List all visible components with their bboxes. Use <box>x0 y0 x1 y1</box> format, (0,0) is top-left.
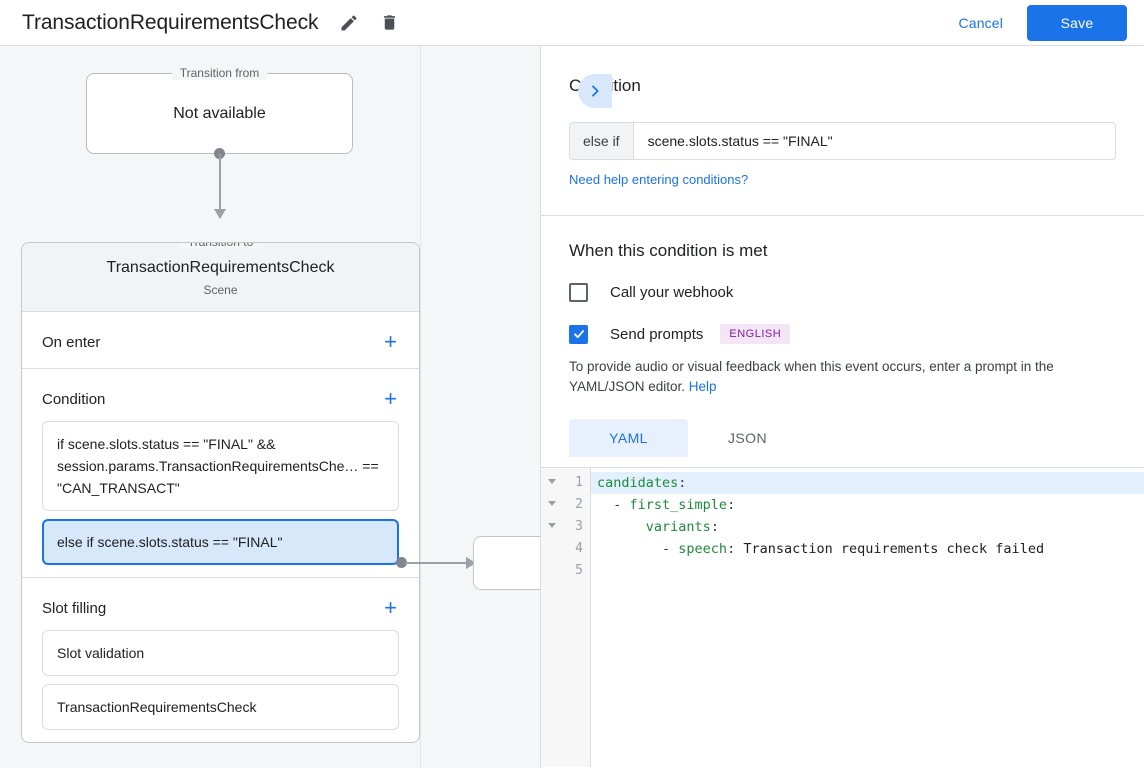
editor-line-number: 2 <box>541 494 590 516</box>
section-title-on-enter: On enter <box>42 333 101 351</box>
section-title-slot-filling: Slot filling <box>42 599 107 617</box>
section-head-on-enter: On enter + <box>22 312 419 356</box>
add-slot-filling-button[interactable]: + <box>384 595 397 620</box>
line-number-label: 5 <box>575 563 583 578</box>
section-title-condition: Condition <box>42 390 106 408</box>
line-number-label: 3 <box>575 519 583 534</box>
webhook-checkbox[interactable] <box>569 283 588 302</box>
transition-from-label: Not available <box>173 104 266 122</box>
condition-help-link[interactable]: Need help entering conditions? <box>569 172 749 187</box>
line-number-label: 4 <box>575 541 583 556</box>
tab-json[interactable]: JSON <box>688 419 807 457</box>
editor-code-line: variants: <box>645 519 719 535</box>
line-number-label: 2 <box>575 497 583 512</box>
app-header: TransactionRequirementsCheck Cancel Save <box>0 0 1144 46</box>
send-prompts-checkbox-row[interactable]: Send prompts ENGLISH <box>569 324 1116 344</box>
editor-code-line: - first_simple: <box>613 497 736 513</box>
delete-trash-icon[interactable] <box>375 9 403 37</box>
transition-to-node[interactable]: Transition to TransactionRequirementsChe… <box>21 242 420 743</box>
section-head-condition: Condition + <box>22 369 419 413</box>
editor-line-number: 1 <box>541 472 590 494</box>
condition-item-selected[interactable]: else if scene.slots.status == "FINAL" <box>42 519 399 565</box>
connector-dot-top <box>214 148 225 159</box>
add-on-enter-button[interactable]: + <box>384 329 397 354</box>
editor-code-line: - speech: Transaction requirements check… <box>662 541 1045 557</box>
webhook-label: Call your webhook <box>610 284 734 301</box>
transition-to-subtitle: Scene <box>203 283 238 297</box>
send-prompts-label: Send prompts <box>610 325 704 343</box>
section-head-slot-filling: Slot filling + <box>22 578 419 622</box>
code-editor[interactable]: 1 2 3 4 5 candidates: - first_simple: varian… <box>541 467 1144 767</box>
editor-line-number: 5 <box>541 560 590 582</box>
expand-panel-button[interactable] <box>578 74 612 108</box>
connector-dot-condition <box>396 557 407 568</box>
fold-triangle-icon[interactable] <box>548 479 556 484</box>
when-met-heading: When this condition is met <box>569 241 768 260</box>
editor-code-line <box>591 560 1144 582</box>
chevron-right-icon <box>592 85 599 97</box>
fold-triangle-icon[interactable] <box>548 501 556 506</box>
node-section-on-enter: On enter + <box>22 312 419 369</box>
connector-arrow-right-icon <box>466 557 476 569</box>
webhook-checkbox-row[interactable]: Call your webhook <box>569 283 1116 302</box>
panel-condition-section: Condition else if Need help entering con… <box>541 46 1144 216</box>
fold-triangle-icon[interactable] <box>548 523 556 528</box>
prompt-hint-body: To provide audio or visual feedback when… <box>569 359 1054 394</box>
details-panel: Condition else if Need help entering con… <box>540 46 1144 768</box>
slot-filling-item-validation[interactable]: Slot validation <box>42 630 399 676</box>
trash-icon <box>383 15 395 30</box>
condition-item[interactable]: if scene.slots.status == "FINAL" && sess… <box>42 421 399 511</box>
transition-to-legend: Transition to <box>179 243 262 249</box>
panel-when-met-section: When this condition is met Call your web… <box>541 216 1144 457</box>
condition-heading: Condition <box>569 76 1116 96</box>
editor-code-area[interactable]: candidates: - first_simple: variants: - … <box>591 468 1144 767</box>
slot-filling-item-handler[interactable]: TransactionRequirementsCheck <box>42 684 399 730</box>
editor-code-line: candidates: <box>591 472 1144 494</box>
condition-expression-input[interactable] <box>633 123 1115 159</box>
tab-yaml[interactable]: YAML <box>569 419 688 457</box>
transition-to-title: TransactionRequirementsCheck <box>106 259 335 276</box>
editor-line-number: 4 <box>541 538 590 560</box>
editor-gutter: 1 2 3 4 5 <box>541 468 591 767</box>
transition-from-node[interactable]: Transition from Not available <box>86 66 353 154</box>
condition-prefix-label: else if <box>570 123 634 159</box>
edit-pencil-icon[interactable] <box>335 9 363 37</box>
checkmark-icon <box>573 330 584 339</box>
transition-from-legend: Transition from <box>171 66 268 80</box>
transition-to-header: TransactionRequirementsCheck Scene <box>22 243 419 312</box>
add-condition-button[interactable]: + <box>384 386 397 411</box>
save-button[interactable]: Save <box>1027 4 1127 41</box>
flow-canvas[interactable]: Transition from Not available Transition… <box>0 46 540 768</box>
page-title: TransactionRequirementsCheck <box>22 10 319 34</box>
connector-line-horizontal <box>405 562 469 564</box>
send-prompts-checkbox[interactable] <box>569 324 588 344</box>
canvas-guide-line <box>420 46 421 768</box>
prompt-hint-help-link[interactable]: Help <box>688 379 717 394</box>
target-node-partial[interactable] <box>473 536 540 590</box>
language-badge: ENGLISH <box>720 324 791 344</box>
node-section-condition: Condition + if scene.slots.status == "FI… <box>22 369 419 578</box>
editor-line-number: 3 <box>541 516 590 538</box>
connector-line-vertical <box>219 154 221 212</box>
condition-input-row[interactable]: else if <box>569 122 1116 160</box>
cancel-button[interactable]: Cancel <box>949 7 1013 39</box>
line-number-label: 1 <box>575 475 583 490</box>
editor-tabs: YAML JSON <box>569 419 1116 457</box>
pencil-icon <box>341 14 357 30</box>
connector-arrow-down-icon <box>214 209 226 219</box>
prompt-hint-text: To provide audio or visual feedback when… <box>569 357 1116 397</box>
node-section-slot-filling: Slot filling + Slot validation Transacti… <box>22 578 419 742</box>
